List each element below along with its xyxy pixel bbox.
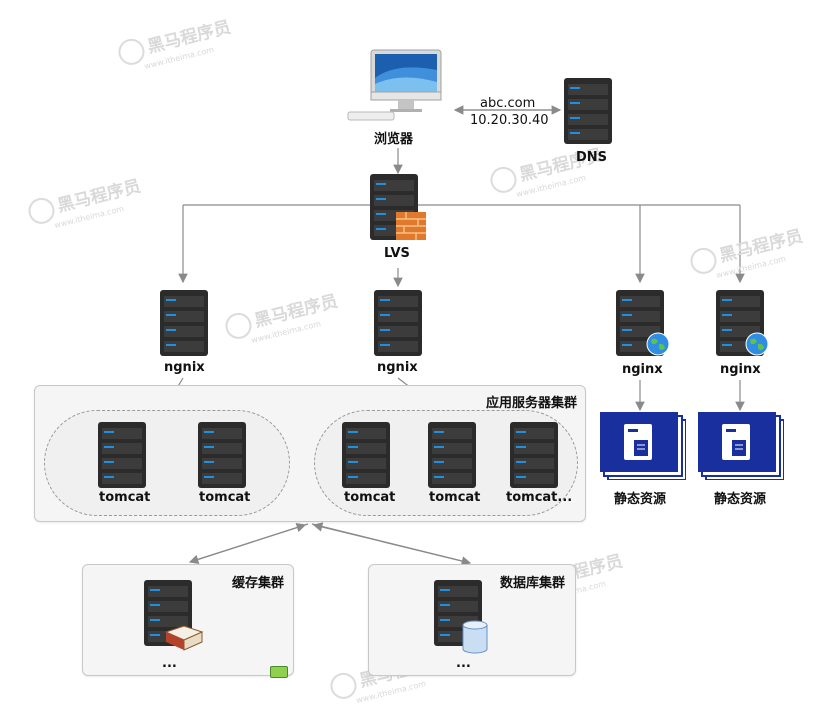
tomcat-group-1 bbox=[44, 410, 290, 516]
tomcat-label: tomcat bbox=[429, 490, 481, 505]
tomcat-server-icon bbox=[424, 420, 480, 494]
firewall-icon bbox=[396, 212, 426, 244]
nginx-label: ngnix bbox=[377, 360, 418, 375]
globe-icon bbox=[745, 332, 769, 360]
cache-ellipsis: ... bbox=[162, 656, 177, 671]
static-resource-icon bbox=[698, 412, 785, 484]
nginx-label: nginx bbox=[622, 362, 663, 377]
app-cluster-title: 应用服务器集群 bbox=[486, 396, 578, 411]
db-to-cluster-arrow bbox=[312, 522, 471, 564]
tomcat-label: tomcat... bbox=[506, 490, 573, 505]
cache-cluster-title: 缓存集群 bbox=[232, 576, 285, 591]
cache-to-cluster-arrow bbox=[189, 523, 307, 563]
tomcat-label: tomcat bbox=[344, 490, 396, 505]
dns-server-icon bbox=[560, 76, 616, 150]
browser-label: 浏览器 bbox=[374, 132, 414, 147]
nginx-server-icon bbox=[370, 288, 426, 362]
battery-icon bbox=[270, 666, 288, 678]
static-resource-label: 静态资源 bbox=[714, 492, 767, 507]
dns-domain-text: abc.com bbox=[480, 96, 536, 111]
dns-label: DNS bbox=[576, 150, 608, 165]
db-cluster-title: 数据库集群 bbox=[500, 576, 566, 591]
tomcat-server-icon bbox=[94, 420, 150, 494]
book-icon bbox=[164, 624, 204, 656]
tomcat-server-icon bbox=[506, 420, 562, 494]
tomcat-label: tomcat bbox=[99, 490, 151, 505]
nginx-label: nginx bbox=[720, 362, 761, 377]
browser-computer-icon bbox=[346, 48, 446, 126]
static-resource-label: 静态资源 bbox=[614, 492, 667, 507]
db-ellipsis: ... bbox=[456, 656, 471, 671]
nginx-label: ngnix bbox=[164, 360, 205, 375]
nginx-server-icon bbox=[156, 288, 212, 362]
tomcat-label: tomcat bbox=[199, 490, 251, 505]
tomcat-server-icon bbox=[194, 420, 250, 494]
lvs-label: LVS bbox=[384, 246, 410, 261]
globe-icon bbox=[646, 332, 670, 360]
tomcat-server-icon bbox=[338, 420, 394, 494]
database-icon bbox=[462, 620, 488, 658]
dns-ip-text: 10.20.30.40 bbox=[470, 113, 549, 128]
static-resource-icon bbox=[600, 412, 687, 484]
